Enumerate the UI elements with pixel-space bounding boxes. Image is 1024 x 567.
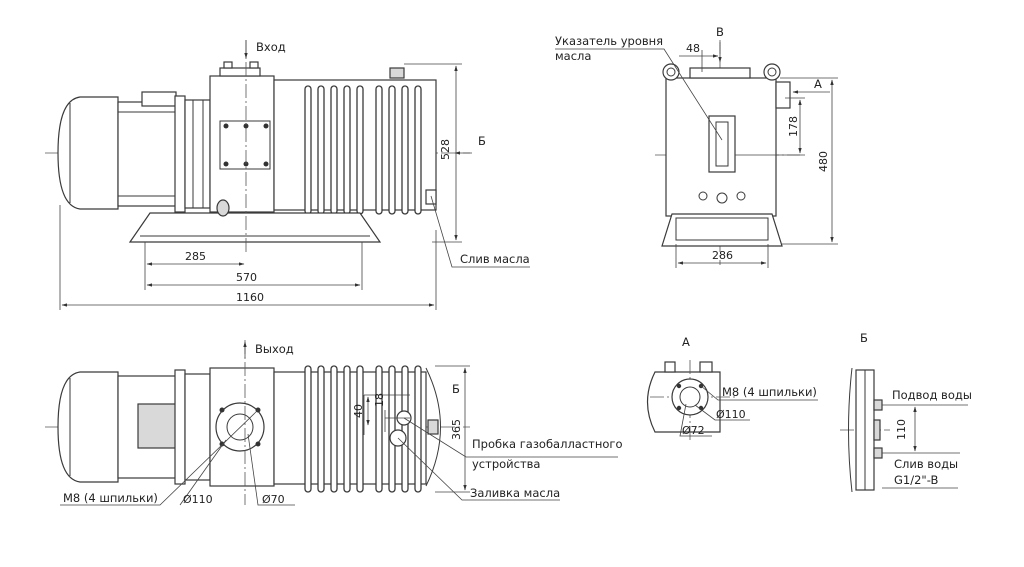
water-drain-label: Слив воды (894, 457, 958, 471)
view-a-studs-label: М8 (4 шпильки) (722, 385, 817, 399)
view-b-arrow-letter: Б (478, 134, 486, 148)
outlet-label: Выход (255, 342, 294, 356)
oil-level-label-line1: Указатель уровня (555, 34, 663, 48)
top-view-b-letter: Б (452, 382, 460, 396)
dim-48: 48 (686, 42, 700, 55)
dim-528: 528 (439, 139, 452, 160)
view-a-arrow-letter: А (814, 77, 822, 91)
oil-level-label-line2: масла (555, 49, 591, 63)
gas-ballast-label-line1: Пробка газобалластного (472, 437, 623, 451)
dim-480: 480 (817, 151, 830, 172)
oil-level-window (708, 115, 736, 173)
gas-ballast-label-line2: устройства (472, 457, 540, 471)
side-base (661, 213, 783, 247)
inlet-label: Вход (256, 40, 286, 54)
dim-diameter-70: Ø70 (262, 493, 285, 506)
dim-365: 365 (450, 419, 463, 440)
thread-label: G1/2"-B (894, 473, 938, 487)
motor-fan-cover (57, 96, 119, 210)
pump-housing (209, 75, 275, 213)
water-inlet-label: Подвод воды (892, 388, 972, 402)
dim-178: 178 (787, 116, 800, 137)
dim-40: 40 (352, 404, 365, 418)
view-b: Б Подвод воды 110 Слив воды G1/2"-B (840, 331, 972, 493)
view-b-title: Б (860, 331, 868, 345)
dim-diameter-110-front: Ø110 (183, 493, 213, 506)
top-end-cover (425, 367, 441, 487)
terminal-box (141, 91, 177, 107)
oil-drain-label: Слив масла (460, 252, 530, 266)
dim-286: 286 (712, 249, 733, 262)
motor-body (117, 101, 181, 207)
dim-18: 18 (373, 393, 386, 407)
oil-fill-label: Заливка масла (470, 486, 560, 500)
front-studs-label: М8 (4 шпильки) (63, 491, 158, 505)
cylinder-body (273, 79, 437, 211)
view-a-title: А (682, 335, 690, 349)
top-motor-fan-cover (57, 371, 119, 483)
dim-diameter-110-a: Ø110 (716, 408, 746, 421)
top-cooling-fins (304, 365, 422, 493)
front-view: Вход Б 528 Слив масла 285 570 1160 (45, 40, 530, 310)
view-a: А М8 (4 шпильки) Ø110 Ø72 (646, 335, 818, 440)
top-view: Выход 40 18 Б 365 Пробка газобалластного… (45, 340, 623, 506)
dim-1160: 1160 (236, 291, 264, 304)
dim-570: 570 (236, 271, 257, 284)
side-view-v: В 48 Указатель уровня масла А 178 480 28… (555, 25, 838, 268)
cooling-fins (304, 85, 422, 215)
dim-110-side: 110 (895, 419, 908, 440)
view-v-letter: В (716, 25, 724, 39)
dim-285: 285 (185, 250, 206, 263)
view-a-flange (671, 378, 709, 416)
base-frame (128, 212, 382, 243)
dim-diameter-72: Ø72 (682, 424, 705, 437)
